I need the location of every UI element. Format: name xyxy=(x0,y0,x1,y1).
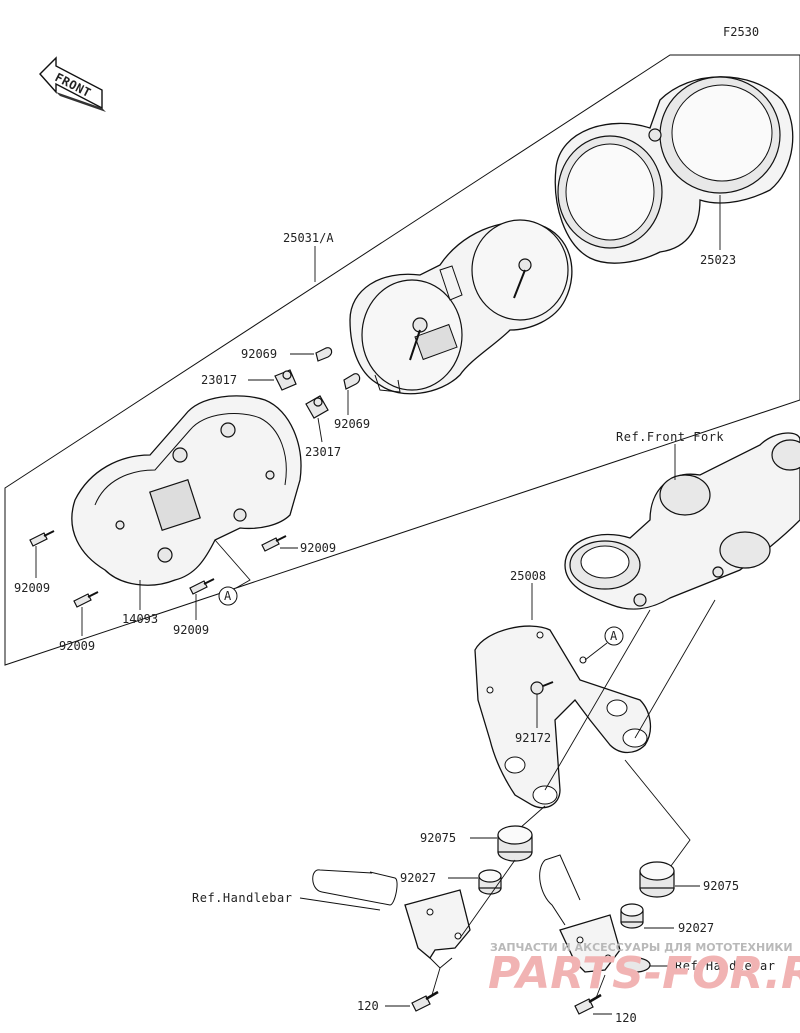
part-label-92069-b: 92069 xyxy=(334,417,370,431)
rubber-part-b xyxy=(639,861,675,898)
watermark-logo: PARTS-FOR.RU xyxy=(488,948,800,999)
watermark-line1: ЗАПЧАСТИ И АКСЕССУАРЫ ДЛЯ МОТОТЕХНИКИ xyxy=(490,941,793,954)
ref-front-fork: Ref.Front Fork xyxy=(616,430,724,444)
assembly-line-3 xyxy=(624,759,691,871)
assembly-line-6 xyxy=(595,974,606,999)
meter-assembly-part xyxy=(349,219,573,395)
part-label-120-b: 120 xyxy=(615,1011,637,1025)
part-label-25023: 25023 xyxy=(700,253,736,267)
ref-handlebar-left: Ref.Handlebar xyxy=(192,891,292,905)
part-label-25031A: 25031/A xyxy=(283,231,334,245)
leader-23017-b xyxy=(317,417,323,443)
leader-callout-a-1 xyxy=(214,539,251,589)
ref-handlebar-right: Ref.Handlebar xyxy=(675,959,775,973)
bolt-part-120-a xyxy=(411,990,439,1012)
handlebar-bracket-right-ref xyxy=(539,854,651,973)
part-label-92172: 92172 xyxy=(515,731,551,745)
part-label-92075-a: 92075 xyxy=(420,831,456,845)
callout-a-2: A xyxy=(610,629,618,643)
front-arrow-icon: FRONT xyxy=(39,56,106,112)
part-label-92075-b: 92075 xyxy=(703,879,739,893)
assembly-line-2 xyxy=(634,599,716,739)
collar-part-b xyxy=(620,903,644,929)
leader-callout-a-2 xyxy=(584,642,608,661)
part-label-92009-c: 92009 xyxy=(173,623,209,637)
part-label-92069-a: 92069 xyxy=(241,347,277,361)
bolt-part-92172 xyxy=(530,681,554,695)
collar-part-a xyxy=(478,869,502,895)
screw-part-a xyxy=(29,530,55,547)
part-label-92009-d: 92009 xyxy=(300,541,336,555)
screw-part-c xyxy=(189,578,215,595)
bulb-part-lower xyxy=(343,373,361,390)
meter-bracket-part xyxy=(474,625,652,809)
callout-a-1: A xyxy=(224,589,232,603)
part-label-14093: 14093 xyxy=(122,612,158,626)
bulb-part-upper xyxy=(315,347,333,362)
part-label-92009-a: 92009 xyxy=(14,581,50,595)
part-label-25008: 25008 xyxy=(510,569,546,583)
screw-part-d xyxy=(261,535,287,552)
assembly-line-1 xyxy=(544,609,651,791)
part-label-23017-a: 23017 xyxy=(201,373,237,387)
screw-part-b xyxy=(73,591,99,608)
bolt-part-120-b xyxy=(574,993,602,1015)
part-label-92027-b: 92027 xyxy=(678,921,714,935)
meter-cover-part xyxy=(554,76,794,264)
part-label-92009-b: 92009 xyxy=(59,639,95,653)
socket-part-upper xyxy=(274,369,297,391)
socket-part-lower xyxy=(305,395,329,419)
rubber-part-a xyxy=(497,825,533,862)
assembly-line-4 xyxy=(519,805,546,829)
assembly-group-frame xyxy=(4,54,800,666)
part-label-23017-b: 23017 xyxy=(305,445,341,459)
callout-circle-a-1 xyxy=(218,586,238,606)
part-label-92027-a: 92027 xyxy=(400,871,436,885)
assembly-line-5 xyxy=(459,859,516,939)
fork-bracket-ref xyxy=(564,432,800,610)
figure-id: F2530 xyxy=(723,25,759,39)
part-label-120-a: 120 xyxy=(357,999,379,1013)
leader-handlebar-left xyxy=(299,897,381,911)
handlebar-bracket-left-ref xyxy=(312,869,471,969)
callout-circle-a-2 xyxy=(604,626,624,646)
meter-case-part xyxy=(71,395,302,586)
assembly-line-7 xyxy=(431,967,441,996)
